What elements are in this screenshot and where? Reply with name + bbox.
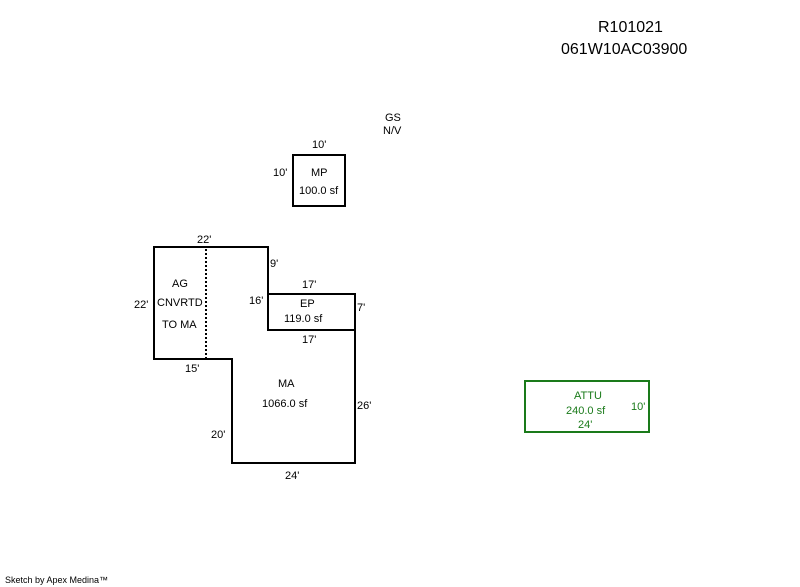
ep-dim-top: 17'	[302, 279, 317, 291]
mp-area: 100.0 sf	[299, 185, 339, 197]
ma-area: 1066.0 sf	[262, 398, 308, 410]
attu-code: ATTU	[574, 390, 602, 402]
ma-dim-lower-left: 20'	[211, 429, 226, 441]
ma-dim-bottom: 24'	[285, 470, 300, 482]
ep-dim-bottom: 17'	[302, 334, 317, 346]
ag-line1: AG	[172, 278, 188, 290]
attu-outline	[524, 380, 650, 433]
ma-dim-notch: 9'	[270, 258, 279, 270]
ma-code: MA	[278, 378, 295, 390]
ma-dim-top: 22'	[197, 234, 212, 246]
ep-area: 119.0 sf	[284, 313, 323, 325]
mp-dim-top: 10'	[312, 139, 327, 151]
mp-outline	[292, 154, 346, 207]
ma-outline	[153, 246, 356, 464]
ep-dim-right: 7'	[357, 302, 366, 314]
sketch-credit: Sketch by Apex Medina™	[5, 575, 109, 585]
account-number: R101021	[598, 19, 663, 36]
attu-dim-bottom: 24'	[578, 419, 593, 431]
mp-code: MP	[311, 167, 328, 179]
garage-note-line2: N/V	[383, 125, 402, 137]
garage-note-line1: GS	[385, 112, 401, 124]
ma-dim-right: 26'	[357, 400, 372, 412]
ag-line2: CNVRTD	[157, 297, 203, 309]
attu-dim-right: 10'	[631, 401, 646, 413]
ag-line3: TO MA	[162, 319, 197, 331]
mp-dim-left: 10'	[273, 167, 288, 179]
attu-area: 240.0 sf	[566, 405, 606, 417]
map-tax-lot: 061W10AC03900	[561, 41, 688, 58]
ep-dim-left: 16'	[249, 295, 264, 307]
ma-dim-left: 22'	[134, 299, 149, 311]
ep-code: EP	[300, 298, 315, 310]
ep-outline	[267, 293, 356, 331]
ma-dim-step-bottom: 15'	[185, 363, 200, 375]
